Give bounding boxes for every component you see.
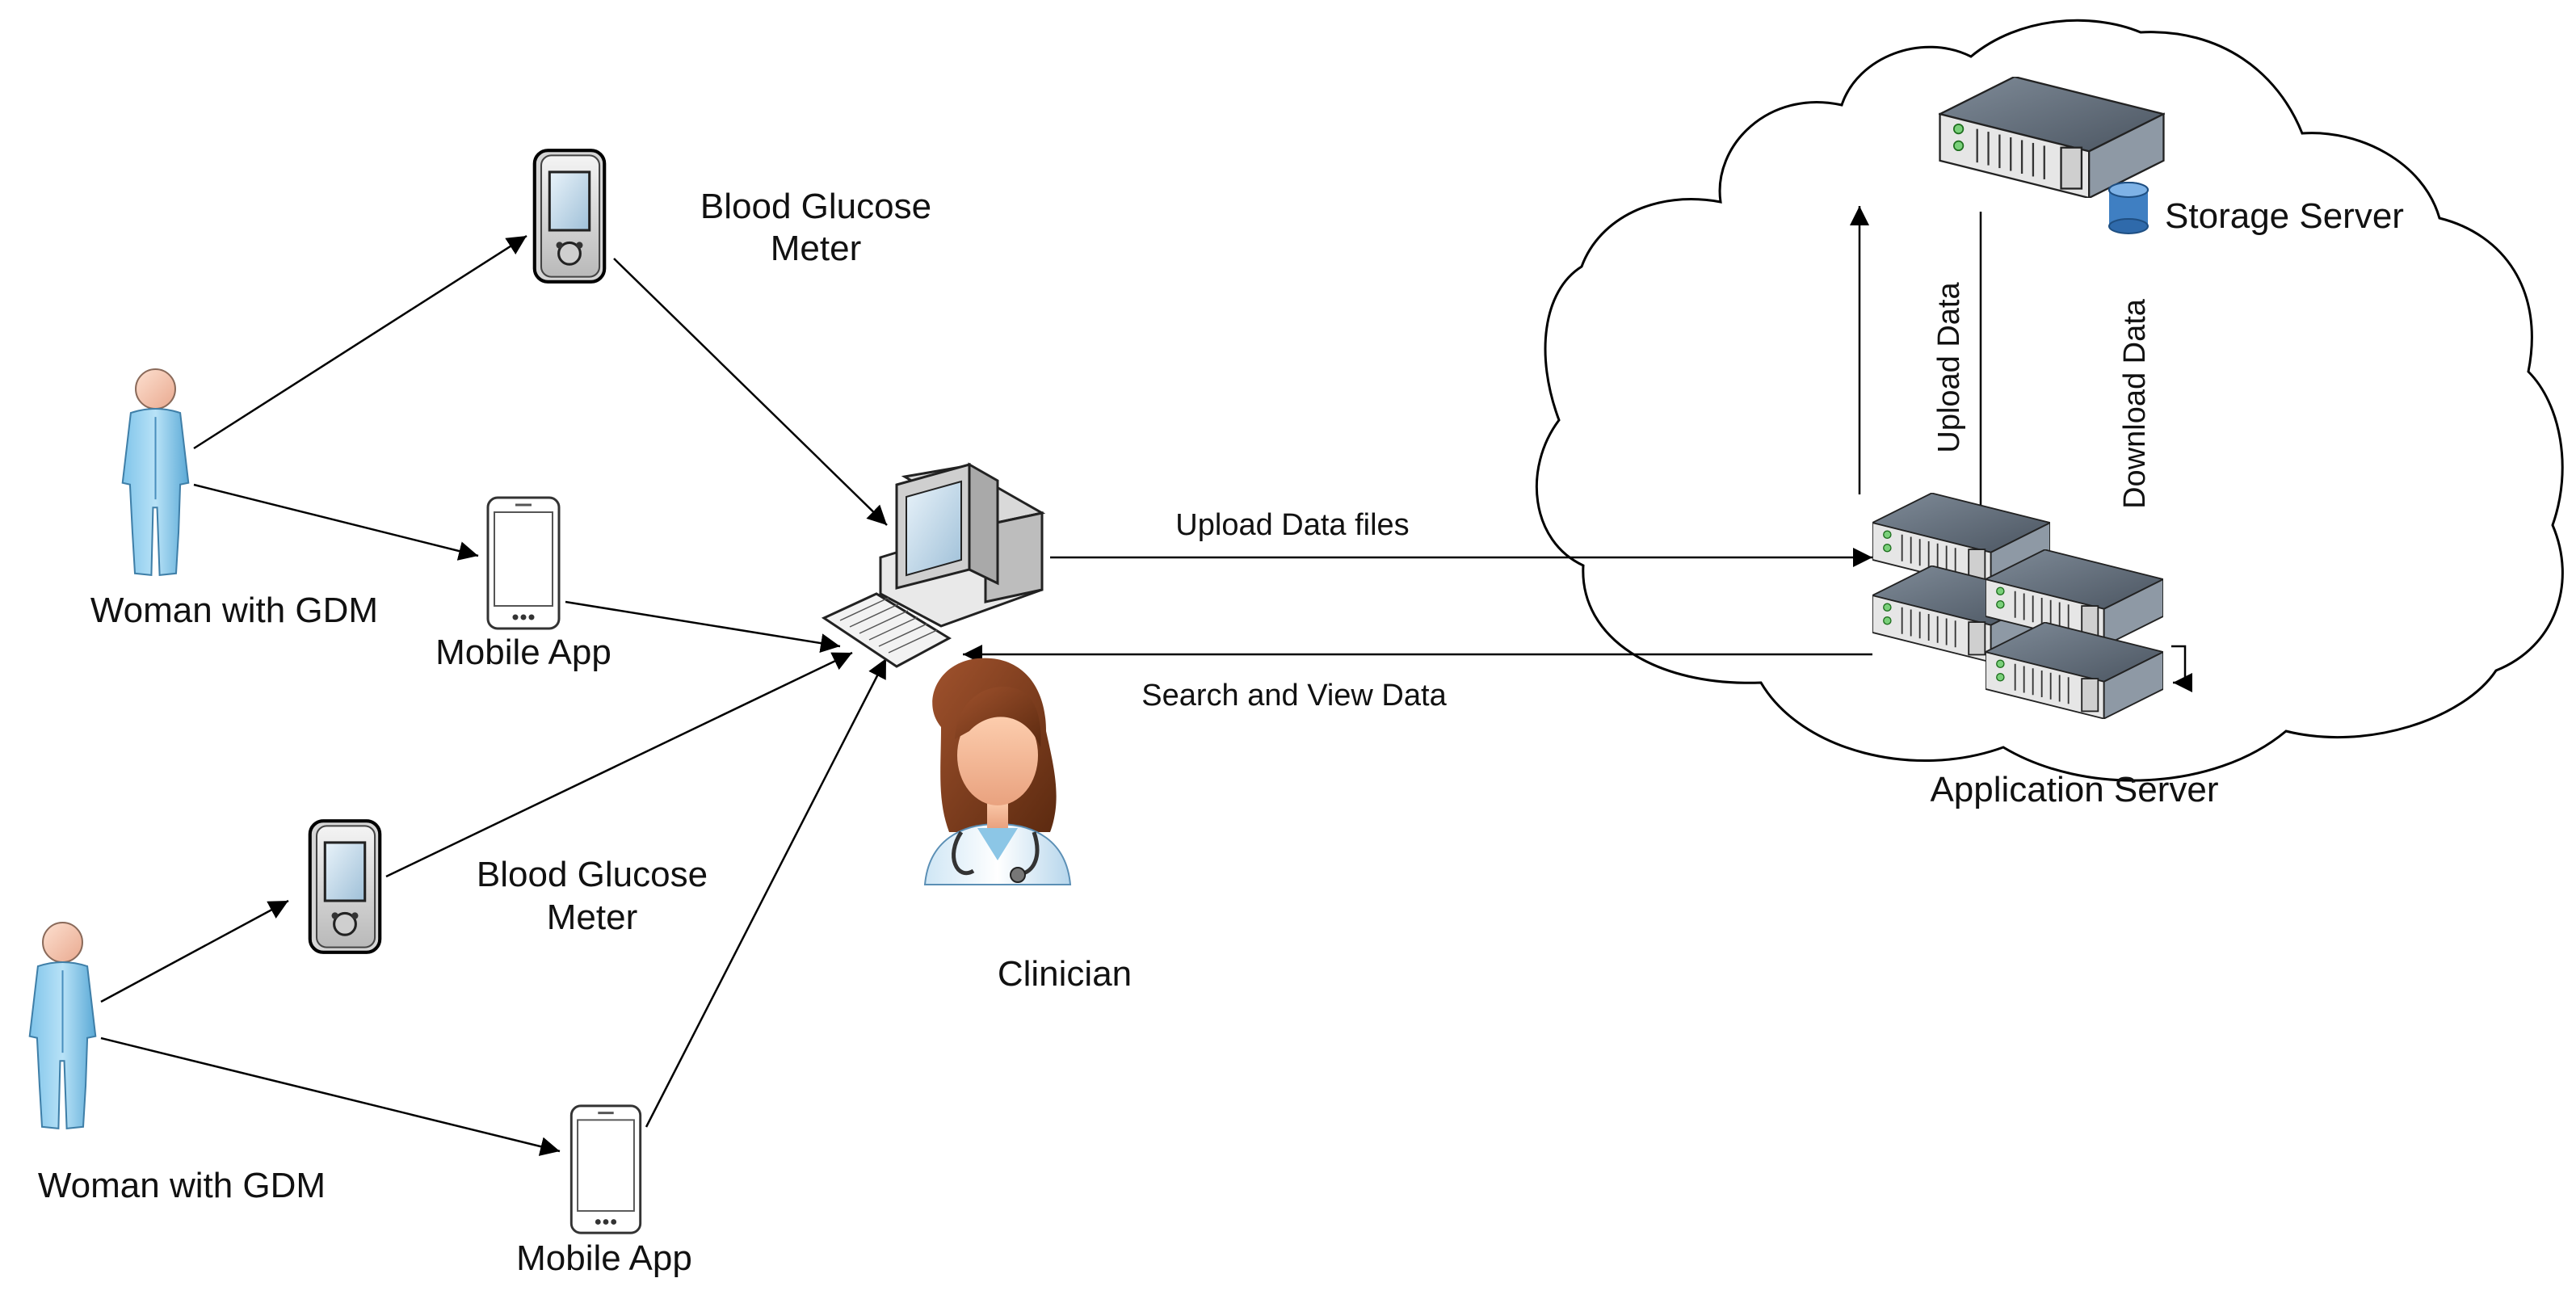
- storage-server: Storage Server: [1939, 77, 2404, 236]
- edge-meter-top-to-computer: [613, 258, 888, 526]
- edge-woman-bottom-to-app-bottom: [100, 1036, 561, 1156]
- woman-top-label: Woman with GDM: [90, 591, 378, 630]
- edge-woman-top-to-app-top: [193, 483, 479, 561]
- person-icon: [121, 368, 190, 576]
- meter-top: Blood Glucose Meter: [535, 150, 931, 282]
- application-server-label: Application Server: [1930, 770, 2218, 809]
- edge-app-bottom-to-computer: [645, 658, 888, 1128]
- meter-bottom-label-line2: Meter: [547, 898, 637, 937]
- edge-app-top-to-computer: [565, 600, 841, 654]
- edge-label-upload-data-files: Upload Data files: [1175, 508, 1409, 542]
- mobile-app-bottom-label: Mobile App: [516, 1238, 692, 1278]
- clinician-label: Clinician: [998, 954, 1132, 994]
- smartphone-icon: [486, 496, 561, 630]
- glucose-meter-icon: [535, 150, 604, 282]
- storage-server-icon: [1939, 77, 2165, 234]
- person-icon: [28, 921, 97, 1129]
- cloud-icon: [1536, 19, 2564, 782]
- edge-server-loop: [2171, 645, 2192, 692]
- edge-label-upload-data: Upload Data: [1932, 282, 1966, 453]
- woman-bottom-label: Woman with GDM: [38, 1166, 326, 1205]
- edge-woman-bottom-to-meter-bottom: [100, 899, 289, 1003]
- glucose-meter-icon: [310, 821, 380, 952]
- clinician: Clinician: [923, 658, 1132, 994]
- woman-bottom: Woman with GDM: [28, 921, 326, 1205]
- woman-top: Woman with GDM: [90, 368, 378, 630]
- edge-meter-bottom-to-computer: [385, 651, 853, 878]
- edge-label-download-data: Download Data: [2118, 298, 2152, 509]
- smartphone-icon: [569, 1104, 642, 1234]
- meter-bottom: Blood Glucose Meter: [310, 821, 708, 952]
- doctor-icon: [923, 658, 1072, 885]
- meter-bottom-label-line1: Blood Glucose: [477, 855, 708, 894]
- edges: [100, 206, 2192, 1156]
- mobile-app-top: Mobile App: [435, 496, 611, 672]
- edge-woman-top-to-meter-top: [193, 234, 527, 450]
- application-server: Application Server: [1872, 493, 2219, 809]
- meter-top-label-line1: Blood Glucose: [700, 187, 931, 226]
- desktop-computer-icon: [821, 462, 1046, 668]
- clinician-computer: [821, 462, 1046, 668]
- mobile-app-bottom: Mobile App: [516, 1104, 692, 1278]
- mobile-app-top-label: Mobile App: [435, 633, 611, 672]
- edge-label-search-view-data: Search and View Data: [1141, 679, 1447, 713]
- meter-top-label-line2: Meter: [771, 229, 861, 268]
- storage-server-label: Storage Server: [2165, 196, 2404, 236]
